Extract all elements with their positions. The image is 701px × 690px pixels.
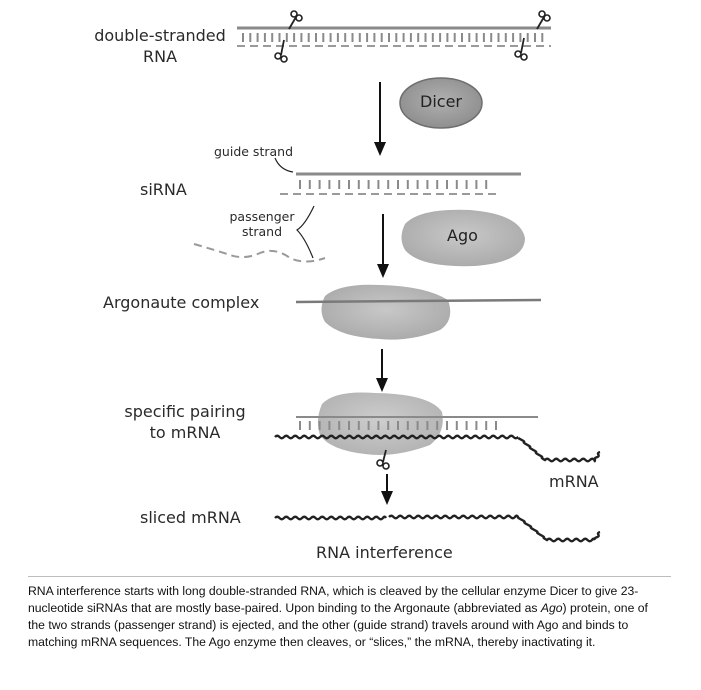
sliced-mrna-fragment-right — [388, 514, 601, 543]
sliced-mrna-fragment-left — [274, 515, 388, 521]
arrow-down-icon — [374, 82, 386, 156]
caption-italic-term: Ago — [540, 601, 563, 615]
arrow-down-icon — [381, 474, 393, 505]
figure-caption: RNA interference starts with long double… — [28, 583, 668, 651]
label-line: specific pairing — [124, 402, 246, 421]
label-sliced-mrna: sliced mRNA — [140, 508, 241, 527]
label-sirna: siRNA — [140, 180, 187, 199]
rnai-diagram — [193, 10, 601, 543]
guide-strand — [295, 298, 542, 304]
arrow-down-icon — [377, 214, 389, 278]
label-dicer: Dicer — [420, 92, 462, 111]
caption-text: ) protein, one of the two strands (passe… — [28, 601, 648, 649]
label-line: double-stranded — [94, 26, 226, 45]
diagram-title: RNA interference — [316, 543, 453, 562]
label-guide-strand: guide strand — [214, 144, 293, 159]
dsrna-molecule — [237, 10, 551, 63]
arrow-down-icon — [376, 349, 388, 392]
label-double-stranded-rna: double-stranded RNA — [90, 25, 230, 67]
passenger-strand-brace — [296, 205, 315, 259]
label-line: to mRNA — [149, 423, 221, 442]
ejected-passenger-strand — [193, 243, 326, 263]
label-line: RNA — [142, 47, 178, 66]
guide-mrna-base-pairs — [299, 421, 497, 430]
label-argonaute-complex: Argonaute complex — [103, 293, 260, 312]
scissors-icon — [514, 37, 528, 61]
caption-text: RNA interference starts with long double… — [28, 584, 639, 615]
label-ago: Ago — [447, 226, 478, 245]
label-passenger-strand: passenger strand — [228, 209, 296, 239]
label-line: passenger — [229, 209, 295, 224]
caption-divider — [28, 576, 671, 577]
scissors-icon — [288, 10, 303, 30]
mrna-strand — [274, 434, 601, 463]
ago-protein — [401, 209, 525, 267]
label-line: strand — [241, 224, 283, 239]
scissors-icon — [536, 10, 551, 30]
sirna-base-pairs — [299, 180, 488, 189]
dicer-enzyme — [399, 77, 483, 129]
guide-strand-pointer — [274, 157, 294, 173]
sirna-molecule — [193, 157, 521, 263]
label-mrna: mRNA — [549, 472, 599, 491]
label-specific-pairing: specific pairing to mRNA — [115, 401, 255, 443]
argonaute-complex — [295, 284, 542, 340]
dsrna-base-pairs — [242, 33, 544, 42]
scissors-icon — [376, 449, 390, 470]
ago-protein — [321, 284, 451, 340]
pairing-complex — [274, 392, 601, 470]
scissors-icon — [274, 39, 288, 63]
ago-protein — [317, 392, 443, 455]
